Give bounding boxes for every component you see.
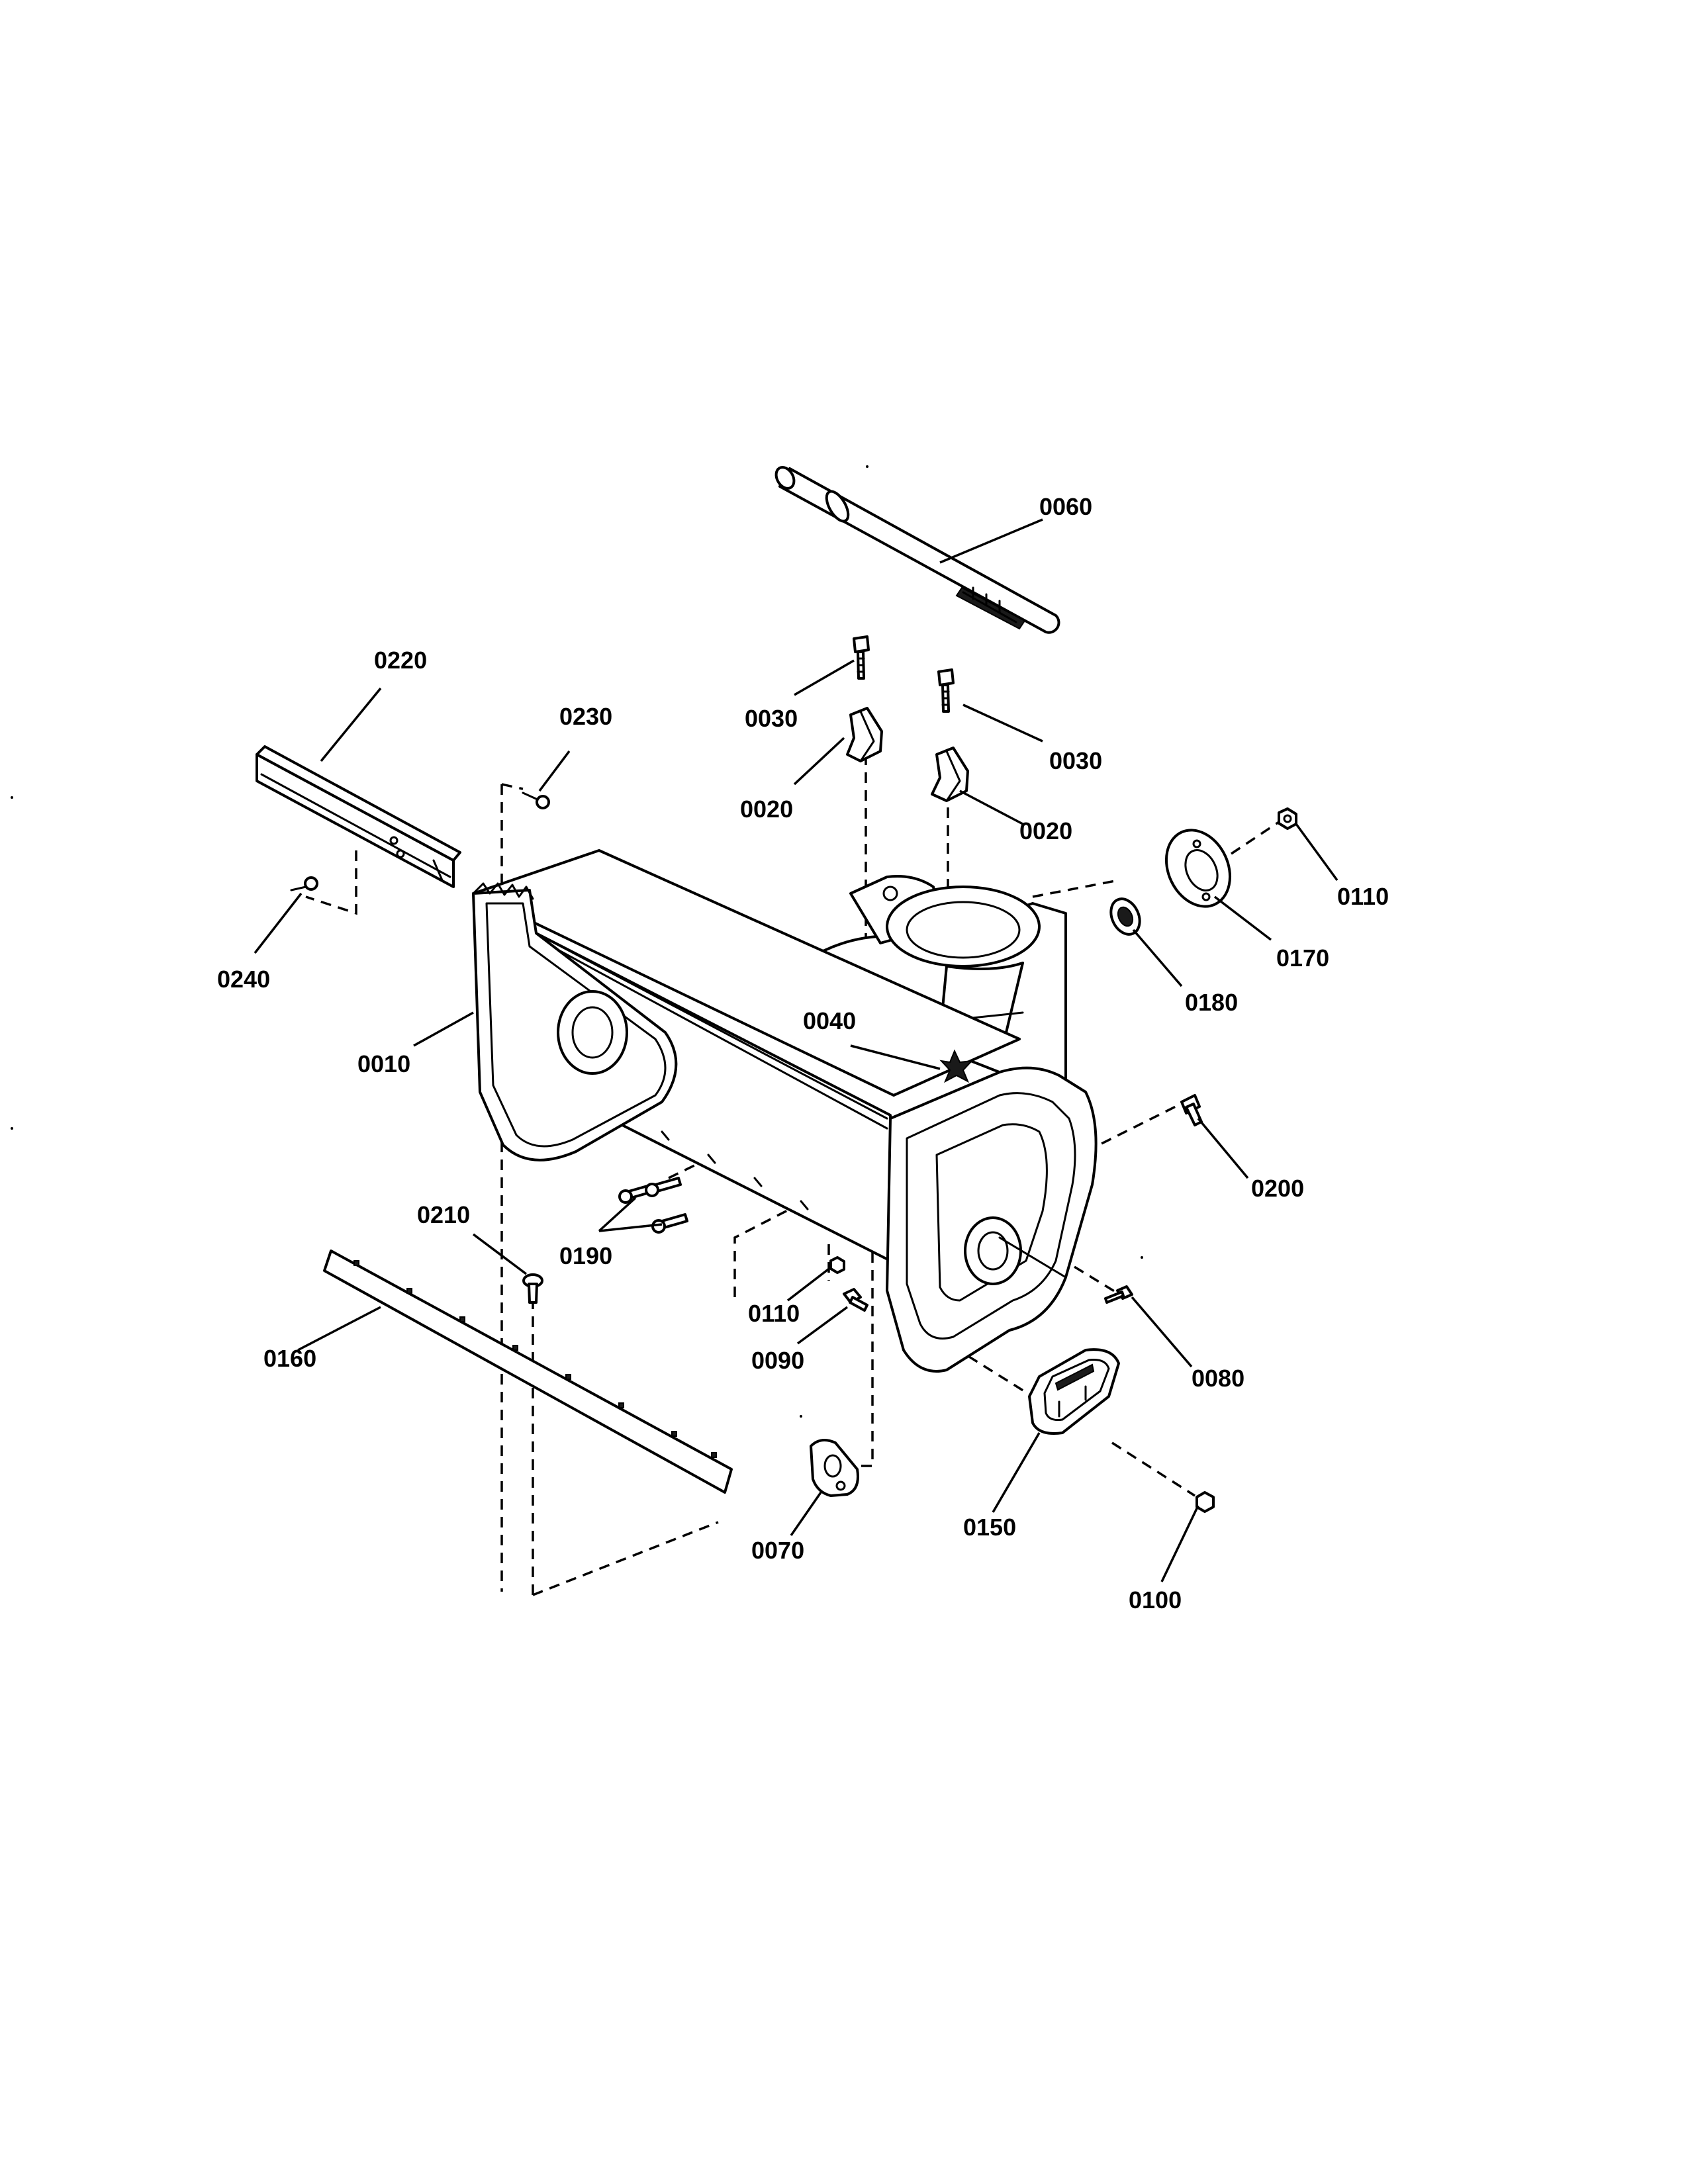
label-0060: 0060 bbox=[1039, 493, 1092, 520]
bracket-0020-right bbox=[931, 747, 969, 802]
rail-part bbox=[256, 745, 461, 888]
nut-0110-upper bbox=[1278, 807, 1297, 830]
scraper-bar-0160 bbox=[323, 1250, 733, 1494]
clip-0240 bbox=[290, 876, 318, 891]
part-labels: 0060 0030 0030 0020 0020 0220 0230 0240 … bbox=[217, 493, 1389, 1614]
label-0170: 0170 bbox=[1276, 944, 1329, 972]
label-0240: 0240 bbox=[217, 966, 270, 993]
label-0040: 0040 bbox=[803, 1007, 856, 1034]
label-0100: 0100 bbox=[1129, 1586, 1182, 1614]
star-part-0040 bbox=[939, 1049, 974, 1083]
bracket-0020-left bbox=[846, 707, 883, 762]
shaft-part bbox=[774, 466, 1060, 634]
label-0110-lower: 0110 bbox=[748, 1300, 800, 1327]
label-0030-left: 0030 bbox=[745, 705, 798, 732]
plate-0070 bbox=[810, 1439, 859, 1497]
label-0030-right: 0030 bbox=[1049, 747, 1102, 774]
label-0230: 0230 bbox=[559, 703, 612, 730]
carriage-bolt-0210 bbox=[522, 1273, 543, 1304]
leader-lines bbox=[254, 518, 1338, 1582]
skid-shoe-0150 bbox=[1028, 1348, 1120, 1435]
label-0200: 0200 bbox=[1251, 1175, 1304, 1202]
label-0160: 0160 bbox=[263, 1345, 316, 1372]
label-0180: 0180 bbox=[1185, 989, 1238, 1016]
label-0020-left: 0020 bbox=[740, 796, 793, 823]
bearing-0180 bbox=[1109, 897, 1141, 936]
label-0010: 0010 bbox=[357, 1050, 410, 1077]
bolt-0030-right bbox=[937, 668, 955, 713]
label-0080: 0080 bbox=[1192, 1365, 1244, 1392]
label-0210: 0210 bbox=[417, 1201, 470, 1228]
label-0220: 0220 bbox=[374, 647, 427, 674]
screw-0230 bbox=[522, 792, 550, 809]
nut-0100 bbox=[1196, 1491, 1215, 1513]
bolt-0090 bbox=[843, 1288, 868, 1312]
label-0090: 0090 bbox=[751, 1347, 804, 1374]
label-0150: 0150 bbox=[963, 1514, 1016, 1541]
label-0110-upper: 0110 bbox=[1337, 883, 1389, 910]
scan-specks bbox=[11, 465, 1143, 1418]
nut-0110-lower bbox=[829, 1256, 845, 1274]
label-0020-right: 0020 bbox=[1019, 817, 1072, 844]
label-0070: 0070 bbox=[751, 1537, 804, 1564]
bolts-0190 bbox=[618, 1177, 688, 1234]
flange-0170 bbox=[1164, 829, 1232, 908]
housing-part bbox=[472, 849, 1098, 1373]
screw-0080 bbox=[1104, 1285, 1133, 1304]
bolt-0030-left bbox=[853, 635, 870, 680]
label-0190: 0190 bbox=[559, 1242, 612, 1269]
